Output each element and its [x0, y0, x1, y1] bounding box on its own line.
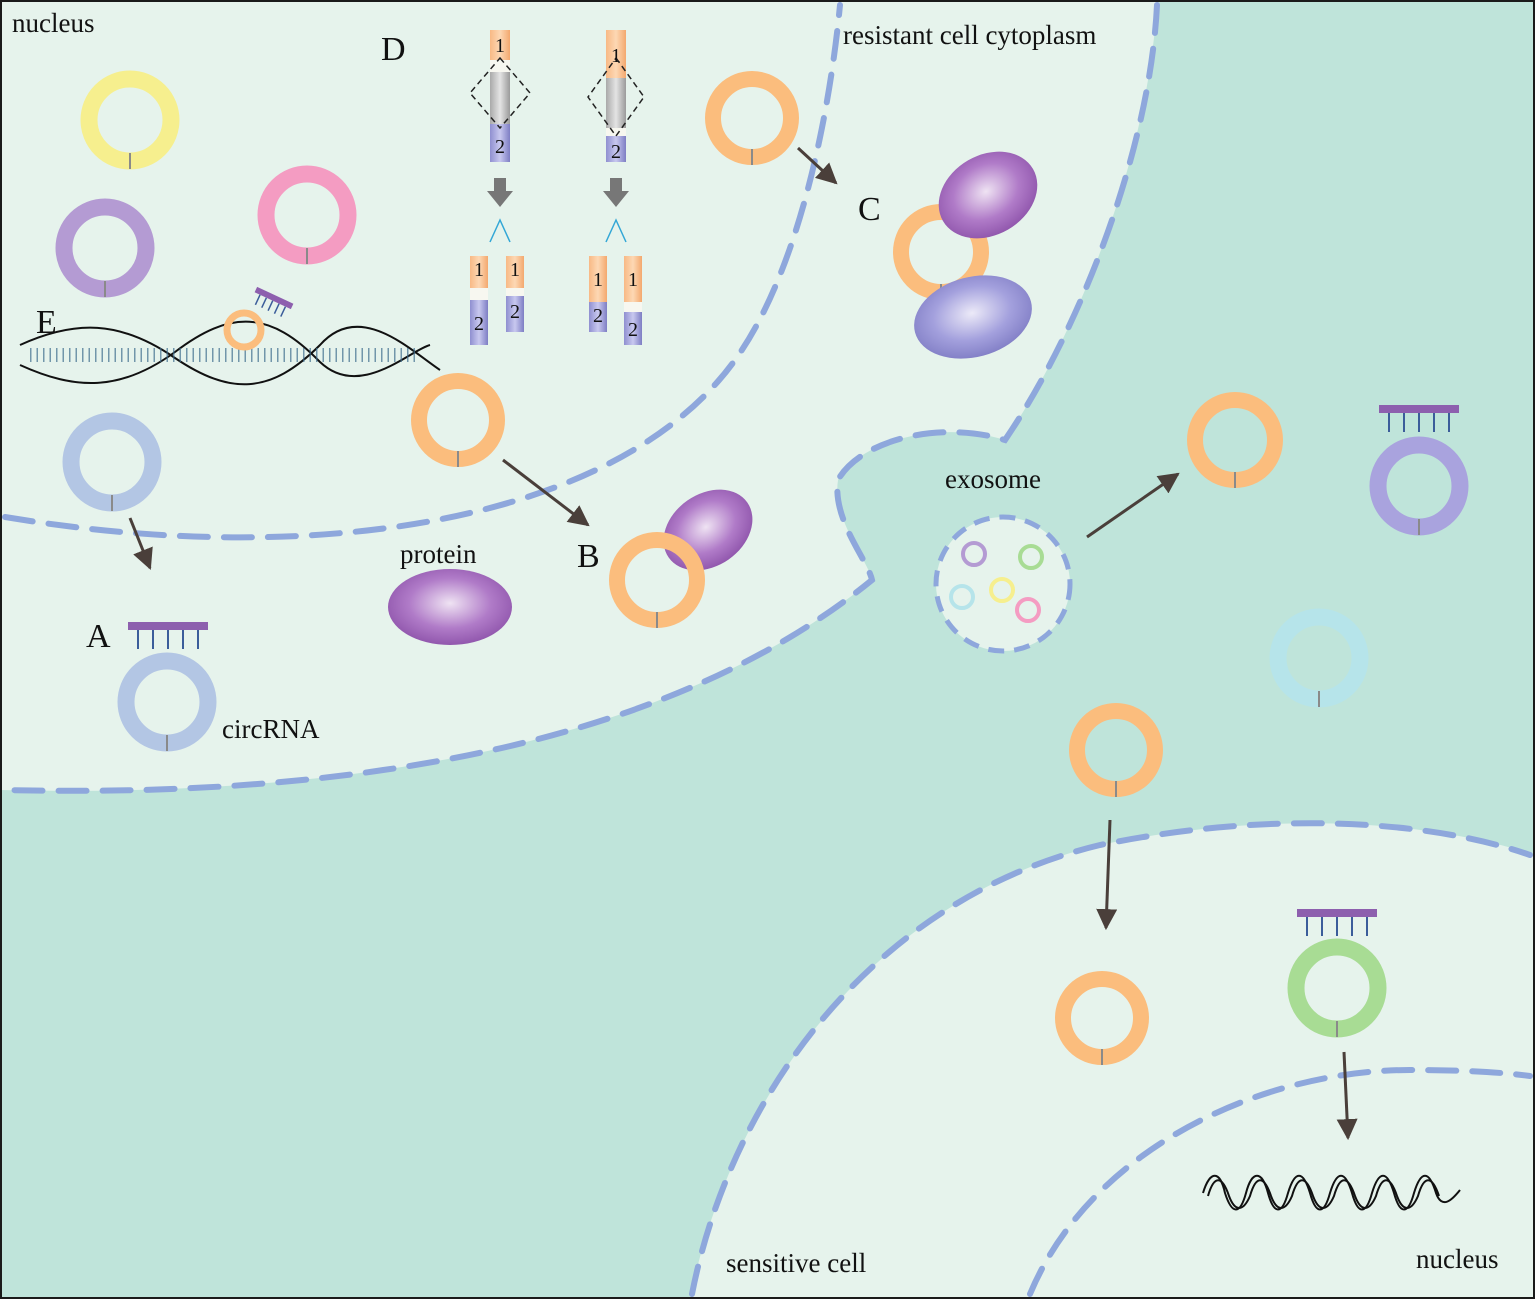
circrna-lavender-sponge	[1369, 436, 1469, 536]
circrna-orange-cytoplasm	[705, 71, 799, 165]
circrna-purple	[55, 198, 155, 298]
circrna-green-sponge	[1287, 938, 1387, 1038]
circrna-cyan	[1269, 608, 1369, 708]
exosome	[933, 514, 1073, 654]
mirna-lavender	[1379, 405, 1459, 432]
seg-label: 2	[474, 313, 484, 335]
mirna-green	[1297, 909, 1377, 936]
label-d: D	[381, 31, 406, 68]
circrna-orange-nucleus	[411, 373, 505, 467]
seg-label: 2	[510, 301, 520, 323]
circrna-b	[609, 532, 705, 628]
label-a: A	[86, 618, 111, 655]
protein-free	[388, 569, 512, 645]
circrna-orange-sensitive	[1055, 971, 1149, 1065]
sensitive-nucleus-membrane	[1027, 1066, 1533, 1297]
label-cytoplasm: resistant cell cytoplasm	[843, 20, 1096, 50]
label-nucleus-sensitive: nucleus	[1416, 1244, 1498, 1274]
seg-label: 1	[593, 269, 603, 291]
arrows	[128, 146, 1358, 1141]
circrna-orange-extracellular	[1069, 703, 1163, 797]
resistant-cell	[0, 0, 1157, 791]
mirna-a	[128, 622, 208, 649]
label-nucleus-resistant: nucleus	[12, 8, 94, 38]
seg-label: 2	[593, 305, 603, 327]
circrna-orange-released	[1187, 392, 1283, 488]
label-exosome: exosome	[945, 464, 1041, 494]
seg-label: 2	[628, 319, 638, 341]
mrna-sensitive	[1202, 1174, 1461, 1211]
circrna-scaffold-c	[893, 151, 1038, 359]
seg-label: 2	[611, 141, 621, 163]
circrna-pink	[257, 165, 357, 265]
label-e: E	[36, 304, 57, 341]
label-sensitive-cell: sensitive cell	[726, 1248, 866, 1278]
circrna-protein-complex-b	[609, 489, 753, 628]
circrna-blue-gray	[62, 412, 162, 512]
seg-label: 1	[611, 45, 621, 67]
resistant-cell-membrane	[2, 2, 1160, 794]
seg-label: 2	[495, 136, 505, 158]
seg-label: 1	[510, 259, 520, 281]
dna-rloop-e	[19, 286, 441, 386]
label-c: C	[858, 191, 881, 228]
circrna-yellow	[80, 70, 180, 170]
circrna-sponge-a	[117, 652, 217, 752]
label-circrna: circRNA	[222, 714, 320, 744]
protein-c-bottom	[914, 275, 1032, 359]
protein-c-top	[938, 151, 1038, 239]
label-protein: protein	[400, 539, 477, 569]
seg-label: 1	[628, 269, 638, 291]
label-b: B	[577, 538, 600, 575]
seg-label: 1	[474, 259, 484, 281]
splicing-d: 1 2 1 2 1 2 1 2 1 2 1 2	[469, 30, 645, 345]
seg-label: 1	[495, 35, 505, 57]
sensitive-cell-membrane	[689, 820, 1533, 1297]
resistant-nucleus-membrane	[2, 2, 843, 541]
